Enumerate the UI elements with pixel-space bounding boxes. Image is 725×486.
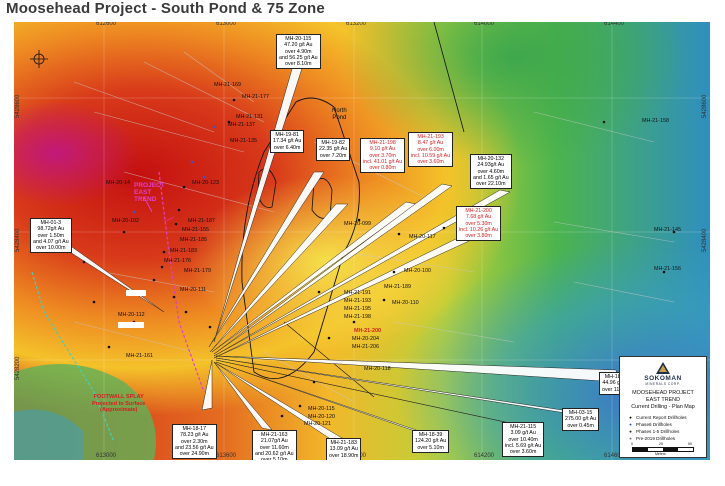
scale-tick-25: 25 bbox=[659, 442, 663, 446]
grid-easting-top-1: 612600 bbox=[96, 22, 117, 27]
hole-label: MH-20-115 bbox=[308, 406, 335, 412]
legend-item-label: Phase6 Drillholes bbox=[636, 422, 672, 427]
map-legend: SOKOMAN MINERALS CORP. MOOSEHEAD PROJECT… bbox=[619, 356, 707, 458]
legend-item: ● Phases 1-5 Drillholes bbox=[628, 429, 679, 434]
hole-label: MH-21-131 bbox=[236, 114, 263, 120]
project-east-trend-label: PROJECT EAST TREND bbox=[134, 182, 165, 203]
grid-easting-bottom-1: 613000 bbox=[96, 453, 117, 459]
hole-label: MH-21-161 bbox=[126, 353, 153, 359]
grid-easting-top-5: 614400 bbox=[604, 22, 625, 27]
hole-label: MH-20-099 bbox=[344, 221, 371, 227]
sokoman-logo-icon bbox=[656, 362, 670, 374]
grid-easting-bottom-5: 614600 bbox=[604, 453, 625, 459]
hole-label: MH-21-206 bbox=[352, 344, 379, 350]
plan-map[interactable]: 612600 613000 613200 614000 614400 61300… bbox=[14, 22, 710, 460]
scale-bar bbox=[632, 447, 694, 452]
north-pond-label: North Pond bbox=[332, 108, 347, 121]
grid-easting-top-2: 613000 bbox=[216, 22, 237, 27]
hole-label: MH-20-204 bbox=[352, 336, 379, 342]
hole-label-current: MH-21-200 bbox=[354, 328, 381, 334]
assay-callout: MH-01-3 98.72g/t Au over 1.50m and 4.07 … bbox=[30, 218, 72, 254]
hole-label: MH-20-111 bbox=[180, 287, 207, 293]
hole-label: MH-21-169 bbox=[214, 82, 241, 88]
grid-northing-right-2: 5428400 bbox=[702, 228, 708, 252]
hole-label: MH-21-177 bbox=[242, 94, 269, 100]
hole-label: MH-21-187 bbox=[188, 218, 215, 224]
hole-label: MH-21-179 bbox=[184, 268, 211, 274]
assay-callout: MH-21-183 13.09 g/t Au over 18.90m bbox=[326, 438, 362, 460]
assay-callout: MH-19-82 22.35 g/t Au over 7.20m bbox=[316, 138, 351, 161]
assay-callout: MH-20-132 24.93g/t Au over 4.60m and 1.6… bbox=[470, 154, 512, 190]
hole-label: MH-21-185 bbox=[180, 237, 207, 243]
drillhole-dot-icon: ● bbox=[629, 436, 632, 441]
legend-title-2: EAST TREND bbox=[646, 397, 680, 403]
hole-label: MH-21-176 bbox=[164, 258, 191, 264]
assay-callout: MH-18-39 124.20 g/t Au over 5.10m bbox=[412, 430, 450, 453]
assay-callout: MH-21-163 21.07g/t Au over 11.60m and 20… bbox=[252, 430, 297, 460]
hole-label: MH-20-117 bbox=[409, 234, 436, 240]
hole-label: MH-20-120 bbox=[308, 414, 335, 420]
hole-label: MH-21-195 bbox=[344, 306, 371, 312]
hole-label: MH-20-118 bbox=[364, 366, 391, 372]
legend-item: ● Phase6 Drillholes bbox=[628, 422, 672, 427]
legend-item: ● Current Report Drillholes bbox=[628, 415, 687, 420]
hole-label: MH-20-100 bbox=[404, 268, 431, 274]
legend-item-label: Current Report Drillholes bbox=[636, 415, 687, 420]
assay-callout: MH-19-81 17.34 g/t Au over 6.40m bbox=[270, 130, 305, 153]
scale-unit: Meters bbox=[655, 452, 666, 456]
hole-label: MH-20-121 bbox=[304, 421, 331, 427]
grid-northing-left-3: 5428200 bbox=[15, 356, 21, 380]
drillhole-dot-icon: ● bbox=[629, 415, 632, 420]
legend-item: ● Pre-2019 Drillholes bbox=[628, 436, 675, 441]
assay-callout-current: MH-21-193 8.47 g/t Au over 6.00m incl. 1… bbox=[408, 132, 454, 168]
magnetic-map-background bbox=[14, 22, 710, 460]
hole-label: MH-20-110 bbox=[392, 300, 419, 306]
legend-company-name: SOKOMAN bbox=[644, 375, 682, 382]
scale-tick-0: 0 bbox=[631, 442, 633, 446]
page-title: Moosehead Project - South Pond & 75 Zone bbox=[6, 0, 325, 17]
grid-easting-top-4: 614000 bbox=[474, 22, 495, 27]
hole-label: MH-21-158 bbox=[642, 118, 669, 124]
hole-label: MH-21-137 bbox=[228, 122, 255, 128]
hole-label: MH-21-198 bbox=[344, 314, 371, 320]
drillhole-dot-icon: ● bbox=[629, 429, 632, 434]
assay-callout-current: MH-21-200 7.68 g/t Au over 5.30m incl. 1… bbox=[456, 206, 502, 242]
legend-title-3: Current Drilling - Plan Map bbox=[631, 404, 695, 410]
hole-label: MH-21-156 bbox=[654, 266, 681, 272]
legend-title-1: MOOSEHEAD PROJECT bbox=[632, 390, 694, 396]
hole-label: MH-21-191 bbox=[344, 290, 371, 296]
legend-company-sub: MINERALS CORP. bbox=[645, 382, 681, 386]
grid-easting-bottom-4: 614200 bbox=[474, 453, 495, 459]
hole-label: MH-21-193 bbox=[344, 298, 371, 304]
assay-callout: MH-21-115 3.09 g/t Au over 10.40m incl. … bbox=[502, 422, 545, 458]
hole-label: MH-21-189 bbox=[384, 284, 411, 290]
assay-callout: MH-20-115 47.20 g/t Au over 4.90m and 56… bbox=[276, 34, 321, 70]
hole-label: MH-21-183 bbox=[170, 248, 197, 254]
grid-northing-left-2: 5428400 bbox=[15, 228, 21, 252]
drillhole-dot-icon: ● bbox=[629, 422, 632, 427]
assay-callout: MH-18-17 78.23 g/t Au over 2.30m and 23.… bbox=[172, 424, 217, 460]
hole-label: MH-20-14 bbox=[106, 180, 130, 186]
assay-callout-current: MH-21-198 9.10 g/t Au over 3.70m incl. 4… bbox=[360, 138, 406, 174]
hole-label: MH-20-102 bbox=[112, 218, 139, 224]
assay-callout: MH-03-15 275.00 g/t Au over 0.45m bbox=[562, 408, 600, 431]
footwall-splay-label: FOOTWALL SPLAY Projected to Surface (App… bbox=[92, 394, 146, 413]
hole-label: MH-21-155 bbox=[182, 227, 209, 233]
hole-label: MH-21-145 bbox=[654, 227, 681, 233]
grid-easting-bottom-2: 613600 bbox=[216, 453, 237, 459]
grid-easting-top-3: 613200 bbox=[346, 22, 367, 27]
hole-label: MH-20-112 bbox=[118, 312, 145, 318]
legend-item-label: Pre-2019 Drillholes bbox=[636, 436, 676, 441]
grid-northing-right-1: 5428600 bbox=[702, 94, 708, 118]
scale-tick-50: 50 bbox=[688, 442, 692, 446]
hole-label: MH-20-123 bbox=[192, 180, 219, 186]
hole-label: MH-21-135 bbox=[230, 138, 257, 144]
grid-northing-left-1: 5428600 bbox=[15, 94, 21, 118]
legend-item-label: Phases 1-5 Drillholes bbox=[636, 429, 680, 434]
